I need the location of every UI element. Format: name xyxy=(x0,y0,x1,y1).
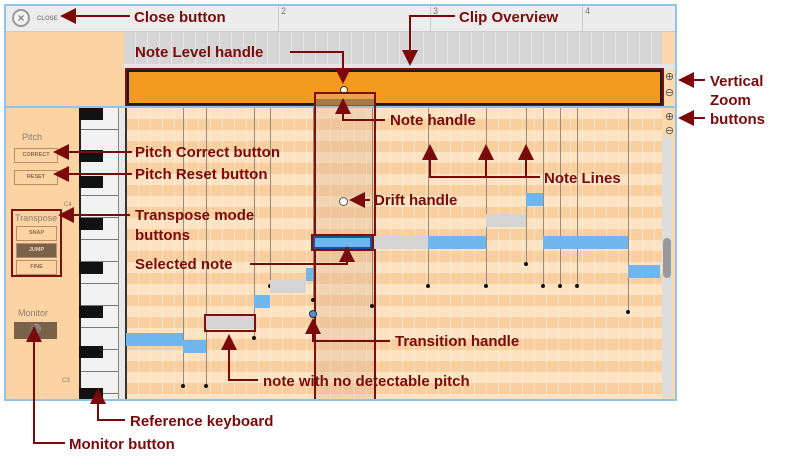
note[interactable] xyxy=(270,280,306,293)
note-line xyxy=(526,108,527,264)
zoom-out-icon[interactable]: ⊖ xyxy=(664,125,675,137)
note[interactable] xyxy=(428,236,486,249)
fine-button[interactable]: FINE xyxy=(16,260,57,275)
note[interactable] xyxy=(313,236,372,249)
note-line xyxy=(577,108,578,286)
annotation-vertical-zoom: Vertical xyxy=(710,73,763,90)
note[interactable] xyxy=(306,268,313,281)
note-line-dot xyxy=(484,284,488,288)
annotation-close: Close button xyxy=(134,9,226,26)
zoom-in-icon[interactable]: ⊕ xyxy=(664,71,675,83)
annotation-vertical-zoom: buttons xyxy=(710,111,765,128)
annotation-monitor: Monitor button xyxy=(69,436,175,453)
transpose-label: Transpose xyxy=(15,213,58,223)
scrollbar-thumb[interactable] xyxy=(663,238,671,278)
annotation-transition: Transition handle xyxy=(395,333,519,350)
annotation-note-lines: Note Lines xyxy=(544,170,621,187)
note-line xyxy=(428,108,429,286)
divider xyxy=(124,64,675,70)
note-line xyxy=(628,108,629,312)
note-line-dot xyxy=(524,262,528,266)
annotation-note-handle: Note handle xyxy=(390,112,476,129)
note[interactable] xyxy=(183,340,206,353)
note[interactable] xyxy=(206,316,254,329)
zoom-out-icon[interactable]: ⊖ xyxy=(664,87,675,99)
note-line xyxy=(486,108,487,286)
black-key[interactable] xyxy=(79,346,103,358)
no-pitch-note-outline xyxy=(204,314,256,332)
ruler-mark: 3 xyxy=(430,6,438,32)
c3-label: C3 xyxy=(62,378,70,384)
note-line xyxy=(543,108,544,286)
note-line-dot xyxy=(575,284,579,288)
keyboard-divider xyxy=(119,108,127,399)
note[interactable] xyxy=(628,265,660,278)
black-key[interactable] xyxy=(79,218,103,230)
black-key[interactable] xyxy=(79,262,103,274)
black-key[interactable] xyxy=(79,108,103,120)
close-icon[interactable]: × xyxy=(12,9,30,27)
note-line-dot xyxy=(558,284,562,288)
annotation-vertical-zoom: Zoom xyxy=(710,92,751,109)
annotation-pitch-correct: Pitch Correct button xyxy=(135,144,280,161)
note-line xyxy=(313,108,314,300)
transpose-group: Transpose SNAP JUMP FINE xyxy=(11,209,62,277)
close-label[interactable]: CLOSE xyxy=(37,16,58,22)
note[interactable] xyxy=(254,295,270,308)
note-line-dot xyxy=(204,384,208,388)
pitch-label: Pitch xyxy=(22,132,43,142)
note-line xyxy=(254,108,255,338)
note-line-dot xyxy=(181,384,185,388)
ruler-mark: 2 xyxy=(278,6,286,32)
note-line-dot xyxy=(311,298,315,302)
clip-overview[interactable] xyxy=(125,68,664,107)
pitch-grid[interactable] xyxy=(127,108,662,399)
annotation-selected-note: Selected note xyxy=(135,256,233,273)
annotation-note-level: Note Level handle xyxy=(135,44,263,61)
annotation-clip-overview: Clip Overview xyxy=(459,9,559,26)
note-line-dot xyxy=(426,284,430,288)
grid-lines xyxy=(127,108,662,399)
annotation-transpose: Transpose mode xyxy=(135,207,254,224)
note-line-dot xyxy=(252,336,256,340)
note-line xyxy=(270,108,271,286)
jump-button[interactable]: JUMP xyxy=(16,243,57,258)
monitor-label: Monitor xyxy=(18,308,49,318)
annotation-keyboard: Reference keyboard xyxy=(130,413,273,430)
note-line xyxy=(372,108,373,306)
annotation-pitch-reset: Pitch Reset button xyxy=(135,166,268,183)
pitch-reset-button[interactable]: RESET xyxy=(14,170,58,185)
note-line-dot xyxy=(370,304,374,308)
note[interactable] xyxy=(543,236,628,249)
note-line xyxy=(183,108,184,386)
black-key[interactable] xyxy=(79,176,103,188)
note[interactable] xyxy=(486,214,526,227)
black-key[interactable] xyxy=(79,306,103,318)
zoom-in-icon[interactable]: ⊕ xyxy=(664,111,675,123)
note-line xyxy=(560,108,561,286)
annotation-no-pitch: note with no detectable pitch xyxy=(263,373,470,390)
annotation-drift: Drift handle xyxy=(374,192,457,209)
transition-handle[interactable] xyxy=(309,310,317,318)
note-line-dot xyxy=(626,310,630,314)
note[interactable] xyxy=(126,333,183,346)
note[interactable] xyxy=(372,236,428,249)
note-line xyxy=(206,108,207,386)
clip-overview-grid[interactable] xyxy=(124,32,662,68)
timeline-ruler[interactable]: 2 3 4 xyxy=(6,6,675,32)
c4-label: C4 xyxy=(64,202,72,208)
annotation-transpose: buttons xyxy=(135,227,190,244)
note[interactable] xyxy=(526,193,543,206)
snap-button[interactable]: SNAP xyxy=(16,226,57,241)
drift-handle[interactable] xyxy=(339,197,348,206)
ruler-mark: 4 xyxy=(582,6,590,32)
note-line-dot xyxy=(541,284,545,288)
